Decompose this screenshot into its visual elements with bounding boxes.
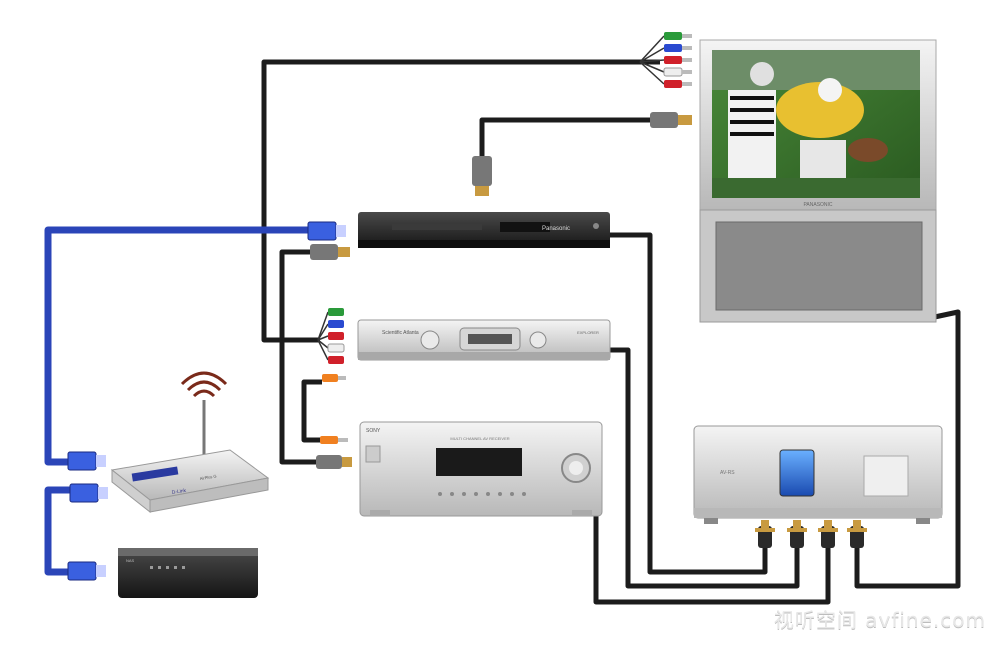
nas-ethernet-plug [67, 561, 106, 581]
projection-tv: PANASONIC [699, 39, 937, 323]
switch-brand: AV-RS [720, 470, 735, 476]
sub-cable-bluray [610, 232, 768, 575]
ethernet-cables [44, 226, 310, 576]
bluray-hdmi-out-plug [310, 244, 350, 260]
rca-plug-red [664, 56, 692, 64]
router-ethernet-plugs [67, 451, 108, 503]
rca-plug-green [664, 32, 692, 40]
bluray-brand: Panasonic [542, 226, 570, 232]
wifi-icon [180, 371, 228, 398]
site-watermark: 视听空间 avfine.com [773, 608, 986, 632]
switch-display [779, 449, 815, 497]
rca-plug-blue [664, 44, 692, 52]
av-switch-unit: AV-RS [693, 425, 943, 524]
hdmi-plug-vertical [472, 156, 492, 196]
bluray-power-button [593, 223, 599, 229]
bluray-display [500, 222, 550, 232]
stb-brand: Scientific Atlanta [382, 330, 419, 336]
router-sub-label: AirPlus G [199, 473, 216, 481]
hdmi-cable-bluray-to-tv [479, 117, 660, 160]
tv-brand: PANASONIC [803, 202, 832, 208]
receiver-sub-label: MULTI CHANNEL AV RECEIVER [450, 436, 509, 441]
hdmi-cable-bluray-to-receiver [279, 249, 320, 465]
set-top-box: Scientific Atlanta EXPLORER [357, 319, 611, 361]
bluray-player: Panasonic [358, 212, 610, 248]
football-scene [712, 50, 920, 198]
black-cables [261, 59, 961, 605]
rca-plug-red-2 [664, 80, 692, 88]
component-cable-to-tv [261, 59, 660, 343]
wireless-router: D-Link AirPlus G [110, 371, 270, 514]
stb-nav-button [420, 330, 440, 350]
nas-brand: NAS [126, 558, 135, 563]
sub-cable-tv [854, 309, 961, 589]
bluray-disc-tray [392, 224, 482, 230]
stb-sub-label: EXPLORER [577, 330, 599, 335]
tv-component-plugs [639, 32, 692, 88]
receiver-input-plugs [316, 436, 352, 469]
receiver-display [436, 448, 522, 476]
network-storage: NAS [118, 548, 258, 598]
ethernet-cable-router-nas [44, 486, 72, 576]
rca-plug-white [663, 67, 692, 77]
nas-body [118, 548, 258, 598]
gold-rca-plugs [755, 520, 867, 548]
tv-hdmi-plug [650, 112, 692, 128]
bluray-ethernet-plug [307, 221, 346, 241]
tv-speaker-grille [715, 221, 923, 311]
receiver-brand: SONY [366, 428, 381, 434]
stb-component-plugs [317, 308, 346, 382]
bluray-body [358, 212, 610, 248]
router-brand: D-Link [171, 488, 187, 496]
ethernet-cable-bluray-router [44, 226, 310, 466]
av-receiver: SONY MULTI CHANNEL AV RECEIVER [359, 421, 603, 517]
sub-cable-stb [610, 347, 800, 589]
component-cable-stb-receiver [301, 379, 322, 443]
sub-cable-receiver [593, 510, 831, 605]
